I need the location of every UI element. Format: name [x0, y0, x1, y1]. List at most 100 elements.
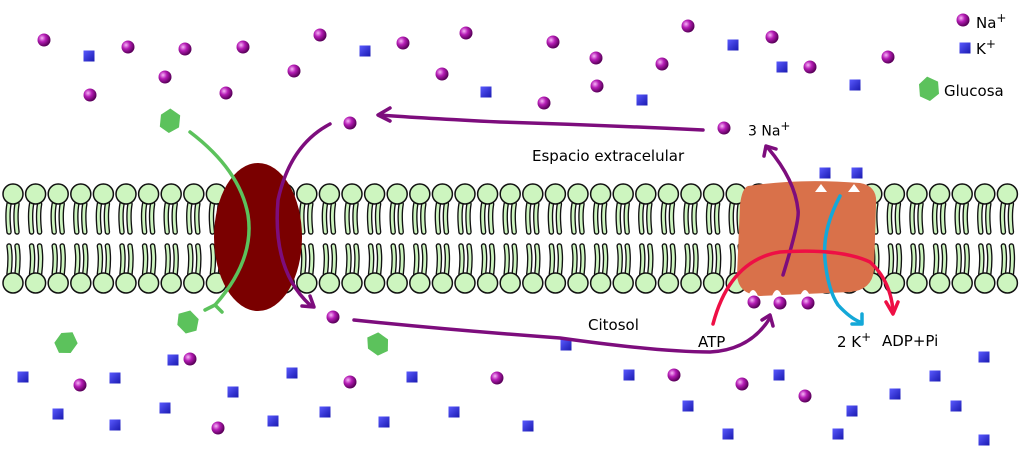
glucose-molecule — [367, 332, 389, 356]
legend-potassium: K+ — [976, 37, 996, 58]
sodium-ion — [801, 296, 815, 310]
potassium-ion — [929, 370, 941, 382]
sodium-leak-arrow — [352, 316, 772, 354]
glucose-molecule — [54, 332, 78, 354]
cytosol-label: Citosol — [588, 316, 639, 334]
lipid — [883, 183, 906, 294]
potassium-ion — [832, 428, 844, 440]
sodium-ion — [803, 60, 817, 74]
sodium-ion — [343, 375, 357, 389]
lipid — [906, 183, 928, 294]
sodium-ion — [313, 28, 327, 42]
sodium-ion — [158, 70, 172, 84]
sodium-ion — [881, 50, 895, 64]
potassium-ion — [560, 339, 572, 351]
sodium-ion — [236, 40, 250, 54]
lipid — [160, 183, 182, 294]
potassium-ion — [522, 420, 534, 432]
potassium-ion — [109, 419, 121, 431]
potassium-ion — [406, 371, 418, 383]
potassium-ion — [448, 406, 460, 418]
legend-glucose: Glucosa — [944, 82, 1004, 100]
sodium-ion — [343, 116, 357, 130]
legend-sodium: Na+ — [976, 11, 1006, 32]
potassium-ion — [978, 351, 990, 363]
sodium-ion — [37, 33, 51, 47]
sodium-ion — [956, 13, 970, 27]
lipid — [476, 183, 499, 294]
potassium-ion — [849, 79, 861, 91]
lipid — [567, 183, 589, 294]
potassium-ion — [109, 372, 121, 384]
lipid — [183, 183, 205, 294]
lipid — [137, 183, 160, 294]
lipid — [996, 183, 1019, 294]
glucose-molecule — [159, 108, 181, 134]
potassium-ion — [623, 369, 635, 381]
plus-sign: + — [985, 37, 996, 51]
lipid — [635, 183, 657, 294]
plus-sign: + — [780, 119, 791, 133]
potassium-ion — [722, 428, 734, 440]
lipid — [70, 183, 92, 294]
potassium-ion — [159, 402, 171, 414]
potassium-ion — [727, 39, 739, 51]
potassium-ion — [959, 42, 971, 54]
potassium-ion — [776, 61, 788, 73]
potassium-ion — [682, 400, 694, 412]
potassium-ion — [359, 45, 371, 57]
extracellular-label: Espacio extracelular — [532, 147, 685, 165]
sodium-potassium-pump — [737, 181, 877, 296]
potassium-ion — [851, 167, 863, 179]
lipid — [115, 183, 137, 294]
legend-na-text: Na — [976, 14, 997, 32]
sodium-ion — [490, 371, 504, 385]
pump-notches — [748, 184, 860, 296]
sodium-ion — [219, 86, 233, 100]
lipid — [974, 183, 996, 294]
potassium-ion — [167, 354, 179, 366]
glucose-molecule — [177, 310, 199, 334]
lipid — [386, 183, 408, 294]
sodium-ion — [537, 96, 551, 110]
potassium-ion — [978, 434, 990, 446]
na-out-label: 3 Na+ — [748, 119, 790, 140]
potassium-ion — [846, 405, 858, 417]
sodium-return-arrow — [378, 113, 705, 132]
na-out-text: 3 Na — [748, 123, 781, 140]
atp-arrow — [711, 249, 895, 326]
sodium-ion — [326, 310, 340, 324]
sodium-ion — [73, 378, 87, 392]
sodium-ion — [589, 51, 603, 65]
sodium-ion — [459, 26, 473, 40]
lipid — [522, 183, 544, 294]
glucose-arrow — [188, 130, 251, 307]
lipid — [702, 183, 725, 294]
sodium-ion — [590, 79, 604, 93]
potassium-ion — [52, 408, 64, 420]
sodium-ion — [717, 121, 731, 135]
plus-sign: + — [996, 11, 1007, 25]
sodium-ion — [211, 421, 225, 435]
sodium-ion — [667, 368, 681, 382]
potassium-ion — [378, 416, 390, 428]
potassium-ion — [319, 406, 331, 418]
lipid — [363, 183, 386, 294]
sodium-ion — [655, 57, 669, 71]
sodium-ion — [83, 88, 97, 102]
lipid — [318, 183, 341, 294]
sodium-ion — [435, 67, 449, 81]
potassium-ion — [267, 415, 279, 427]
sodium-ion — [747, 295, 761, 309]
lipid — [2, 183, 24, 294]
glucose-molecule — [919, 76, 939, 102]
k-in-label: 2 K+ — [837, 330, 871, 351]
lipid — [499, 183, 521, 294]
k-in-text: 2 K — [837, 333, 862, 351]
potassium-ion — [17, 371, 29, 383]
lipid — [431, 183, 454, 294]
sodium-ion — [287, 64, 301, 78]
sodium-ion — [765, 30, 779, 44]
potassium-ion — [286, 367, 298, 379]
